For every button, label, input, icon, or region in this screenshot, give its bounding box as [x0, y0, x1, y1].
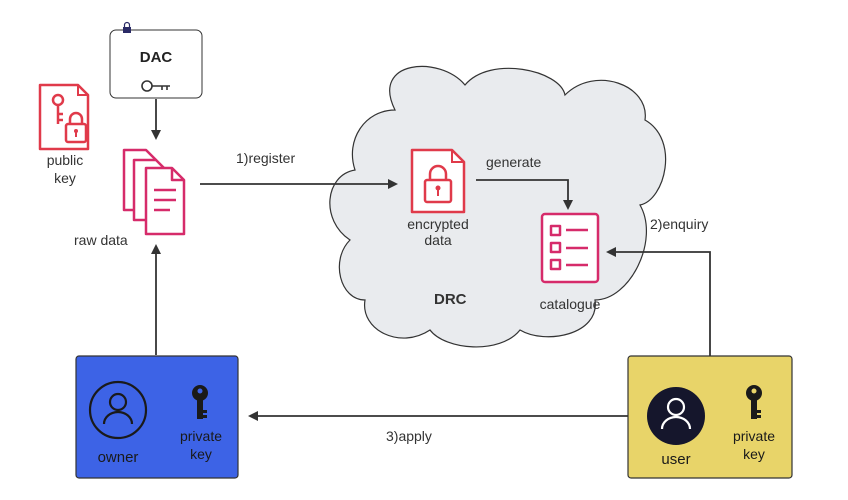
encrypted-data-label-line2: data — [424, 232, 452, 248]
user-avatar-icon — [647, 387, 705, 445]
dac-lock-icon — [123, 21, 131, 33]
user-private-key-icon — [746, 385, 762, 419]
generate-label: generate — [486, 154, 542, 170]
raw-data-label: raw data — [74, 232, 128, 248]
user-label: user — [661, 451, 691, 468]
owner-avatar-icon — [88, 380, 148, 440]
apply-label: 3)apply — [386, 428, 432, 444]
public-key-label-line2: key — [54, 170, 76, 186]
dac-key-icon — [141, 80, 170, 92]
catalogue-label: catalogue — [539, 296, 601, 312]
encrypted-data-label-line1: encrypted — [407, 216, 469, 232]
dac-label: DAC — [139, 49, 173, 66]
owner-private-key-label-line2: key — [190, 446, 212, 462]
catalogue-icon — [540, 212, 600, 284]
public-key-label-line1: public — [46, 152, 84, 168]
drc-label: DRC — [434, 291, 467, 308]
dac-box — [109, 29, 203, 99]
user-private-key-label-line1: private — [732, 428, 776, 444]
register-label: 1)register — [236, 150, 296, 166]
owner-private-key-label-line1: private — [179, 428, 223, 444]
encrypted-data-icon — [410, 148, 466, 214]
raw-data-icon — [122, 148, 186, 236]
arrow-generate — [476, 179, 573, 210]
arrow-enquiry — [606, 247, 711, 356]
owner-label: owner — [97, 449, 139, 466]
public-key-icon — [38, 83, 90, 151]
enquiry-label: 2)enquiry — [650, 216, 709, 232]
owner-private-key-icon — [192, 385, 208, 419]
user-private-key-label-line2: key — [743, 446, 765, 462]
drc-cloud — [329, 65, 667, 348]
